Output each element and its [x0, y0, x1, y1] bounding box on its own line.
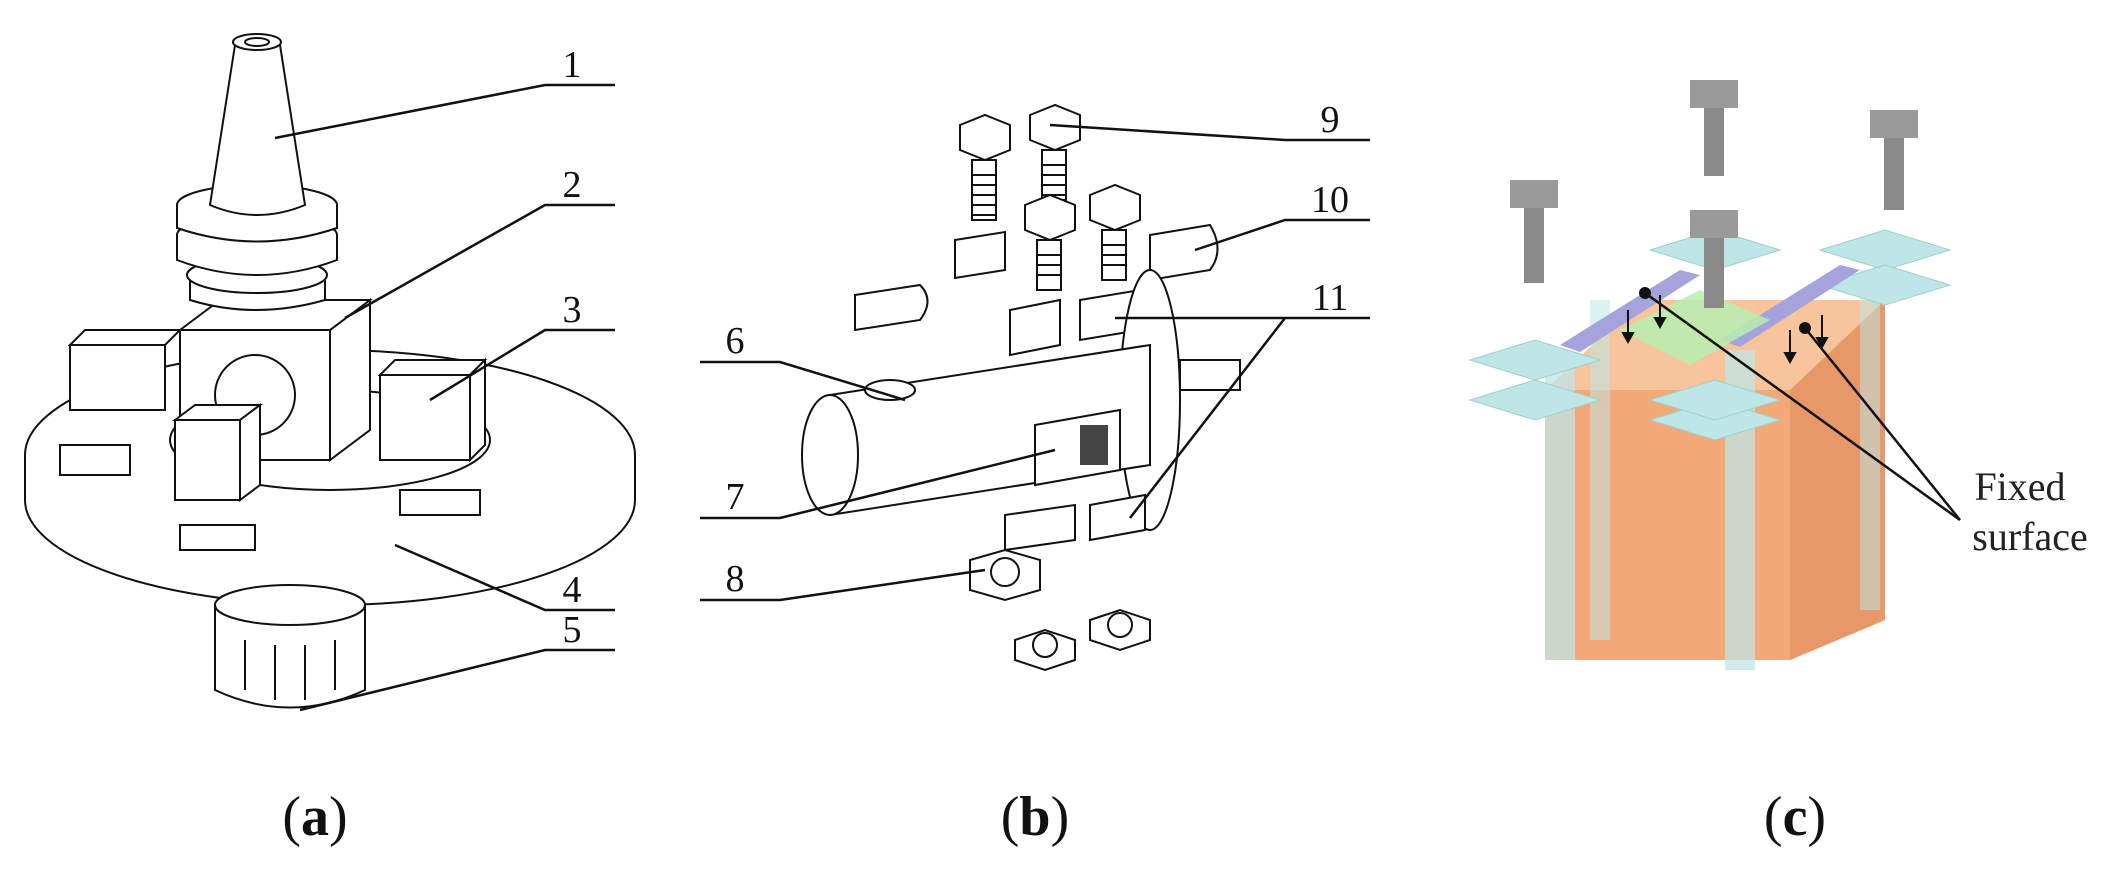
- callout-2: 2: [563, 164, 582, 206]
- shaft-hole: [864, 379, 916, 401]
- sensor-pad-right: [399, 489, 481, 516]
- leader-5: [299, 648, 615, 712]
- clamp-plate-bottom-right: [1089, 493, 1146, 542]
- force-arrows: [1621, 295, 1829, 365]
- leader-3: [429, 328, 615, 402]
- fixed-surface-pointers: [1644, 291, 1961, 522]
- leader-8: [700, 568, 986, 602]
- sensor-pad-left: [59, 444, 131, 476]
- leader-2: [344, 203, 615, 320]
- leader-4: [394, 543, 615, 612]
- bolt-1: [959, 113, 1011, 221]
- clamp-plate-bottom-left: [1004, 503, 1076, 552]
- leader-7: [700, 448, 1056, 520]
- panel-b-exploded-drawing: [801, 103, 1241, 672]
- collet-top: [214, 584, 366, 626]
- clamp-plate-top-left: [954, 230, 1006, 280]
- callout-6: 6: [726, 320, 745, 362]
- clamp-plate-top-center: [1009, 298, 1061, 357]
- main-shaft-end: [801, 394, 859, 516]
- right-arm: [379, 374, 471, 461]
- leader-11: [1115, 316, 1370, 519]
- caption-b: (b): [1001, 786, 1069, 848]
- callout-11: 11: [1312, 277, 1349, 319]
- bolt-2: [1029, 103, 1081, 201]
- callout-1: 1: [563, 44, 582, 86]
- bolt-c2: [1690, 80, 1738, 176]
- callout-8: 8: [726, 558, 745, 600]
- left-arm: [69, 344, 166, 411]
- panel-c-render: [1468, 80, 1961, 670]
- bolt-3: [1024, 193, 1076, 291]
- caption-a: (a): [282, 786, 347, 848]
- callout-3: 3: [563, 289, 582, 331]
- bolt-4: [1089, 183, 1141, 281]
- plate-right: [1818, 229, 1952, 271]
- panel-a-leaders: [274, 83, 615, 712]
- spacer-left: [854, 283, 929, 332]
- caption-c: (c): [1764, 786, 1826, 848]
- panel-a-assembly-drawing: [24, 33, 636, 709]
- leader-6: [700, 360, 906, 402]
- leader-1: [274, 83, 615, 140]
- bolt-c1: [1510, 180, 1558, 283]
- panel-b-leaders: [700, 123, 1370, 602]
- callout-4: 4: [563, 569, 582, 611]
- callout-10: 10: [1311, 179, 1349, 221]
- bolt-c3: [1870, 110, 1918, 210]
- bolt-c4: [1690, 210, 1738, 308]
- fixed-surface-label-line1: Fixed: [1974, 464, 2065, 509]
- front-arm: [174, 419, 241, 501]
- plate-left: [1468, 339, 1602, 381]
- spacer-right: [1149, 223, 1219, 282]
- leader-9: [1049, 123, 1370, 142]
- side-screw: [1179, 359, 1241, 391]
- panel-a-callout-numbers: 1 2 3 4 5: [563, 44, 582, 651]
- panel-b-callout-numbers: 9 10 11 6 7 8: [726, 99, 1350, 600]
- callout-9: 9: [1321, 99, 1340, 141]
- fixed-surface-label-line2: surface: [1972, 514, 2087, 559]
- callout-5: 5: [563, 609, 582, 651]
- collet-body: [214, 604, 366, 709]
- membrane-left: [1560, 270, 1700, 352]
- sensor-pad-front: [179, 524, 256, 551]
- callout-7: 7: [726, 476, 745, 518]
- taper-shank: [208, 39, 307, 216]
- leader-10: [1194, 218, 1370, 252]
